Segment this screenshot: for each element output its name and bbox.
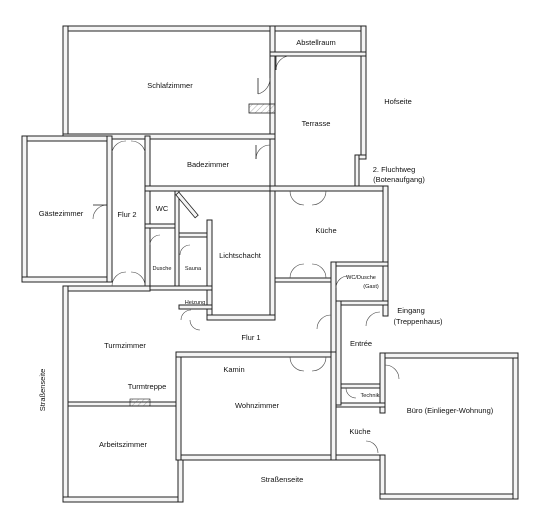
label-strassenseite-bottom: Straßenseite — [261, 475, 304, 484]
room-dusche: Dusche — [153, 266, 172, 272]
room-labels: Schlafzimmer Abstellraum Terrasse Badezi… — [39, 38, 494, 449]
room-turmzimmer: Turmzimmer — [104, 341, 146, 350]
stair — [129, 398, 151, 407]
room-wc-dusche: WC/Dusche — [346, 275, 376, 281]
room-sauna: Sauna — [185, 266, 202, 272]
room-lichtschacht: Lichtschacht — [219, 251, 262, 260]
label-hofseite: Hofseite — [384, 97, 412, 106]
room-abstellraum: Abstellraum — [296, 38, 336, 47]
room-arbeitszimmer: Arbeitszimmer — [99, 440, 147, 449]
room-flur-1: Flur 1 — [241, 333, 260, 342]
stair-turmtreppe: Turmtreppe — [128, 382, 167, 391]
room-heizung: Heizung — [185, 300, 206, 306]
room-badezimmer: Badezimmer — [187, 160, 230, 169]
label-fluchtweg: 2. Fluchtweg — [373, 165, 416, 174]
room-buero: Büro (Einlieger-Wohnung) — [407, 406, 494, 415]
room-wohnzimmer: Wohnzimmer — [235, 401, 280, 410]
room-gaestezimmer: Gästezimmer — [39, 209, 84, 218]
label-eingang: Eingang — [397, 306, 425, 315]
label-strassenseite-left: Straßenseite — [38, 369, 47, 412]
room-wc: WC — [156, 204, 169, 213]
room-kueche-2: Küche — [349, 427, 370, 436]
room-wc-dusche-gast: (Gast) — [363, 284, 379, 290]
room-terrasse: Terrasse — [302, 119, 331, 128]
label-botenaufgang: (Botenaufgang) — [373, 175, 425, 184]
room-flur-2: Flur 2 — [117, 210, 136, 219]
doors — [92, 55, 400, 454]
room-schlafzimmer: Schlafzimmer — [147, 81, 193, 90]
label-treppenhaus: (Treppenhaus) — [394, 317, 443, 326]
room-entree: Entrée — [350, 339, 372, 348]
room-technik: Technik — [361, 393, 380, 399]
room-kueche: Küche — [315, 226, 336, 235]
annotations: Hofseite 2. Fluchtweg (Botenaufgang) Ein… — [38, 97, 443, 484]
walls — [21, 25, 519, 503]
room-kamin: Kamin — [223, 365, 244, 374]
